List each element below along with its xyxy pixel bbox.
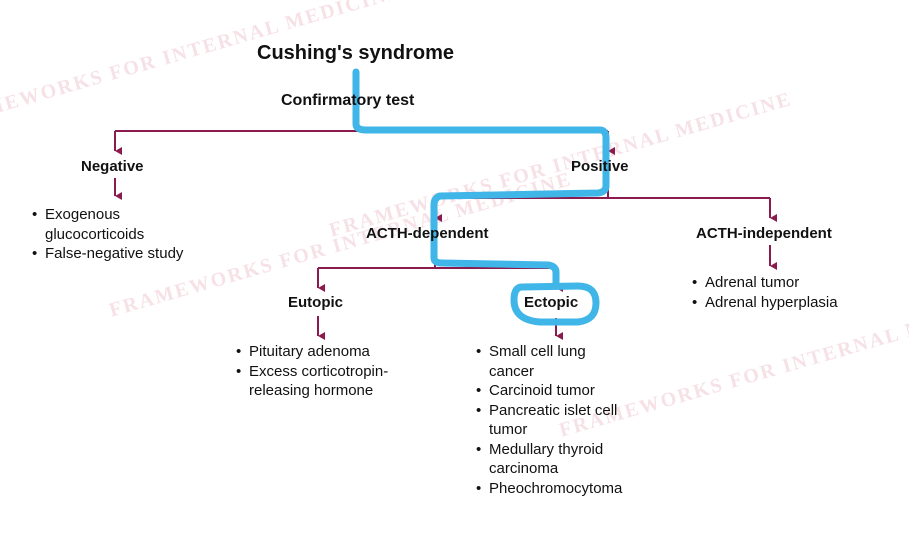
negative-list: Exogenous glucocorticoids False-negative… [32,205,232,264]
highlight-circle-ectopic [510,282,600,326]
eutopic-label: Eutopic [288,294,343,311]
list-item: Pancreatic islet cell tumor [476,401,649,440]
negative-label: Negative [81,158,144,175]
list-item: Adrenal hyperplasia [692,293,892,313]
eutopic-list: Pituitary adenoma Excess corticotropin-r… [236,342,426,401]
list-item: Pheochromocytoma [476,479,651,499]
list-item: Exogenous glucocorticoids [32,205,175,244]
ectopic-label: Ectopic [524,294,579,311]
acth-independent-list: Adrenal tumor Adrenal hyperplasia [692,273,892,312]
acth-dependent-label: ACTH-dependent [366,225,489,242]
list-item: Excess corticotropin-releasing hormone [236,362,409,401]
ectopic-list: Small cell lung cancer Carcinoid tumor P… [476,342,651,498]
diagram-title: Cushing's syndrome [257,42,455,64]
list-item: Small cell lung cancer [476,342,614,381]
list-item: Pituitary adenoma [236,342,426,362]
positive-label: Positive [571,158,629,175]
list-item: Medullary thyroid carcinoma [476,440,629,479]
list-item: False-negative study [32,244,232,264]
list-item: Carcinoid tumor [476,381,651,401]
confirmatory-test-label: Confirmatory test [281,92,415,109]
list-item: Adrenal tumor [692,273,892,293]
acth-independent-label: ACTH-independent [696,225,832,242]
highlight-path [352,68,610,290]
